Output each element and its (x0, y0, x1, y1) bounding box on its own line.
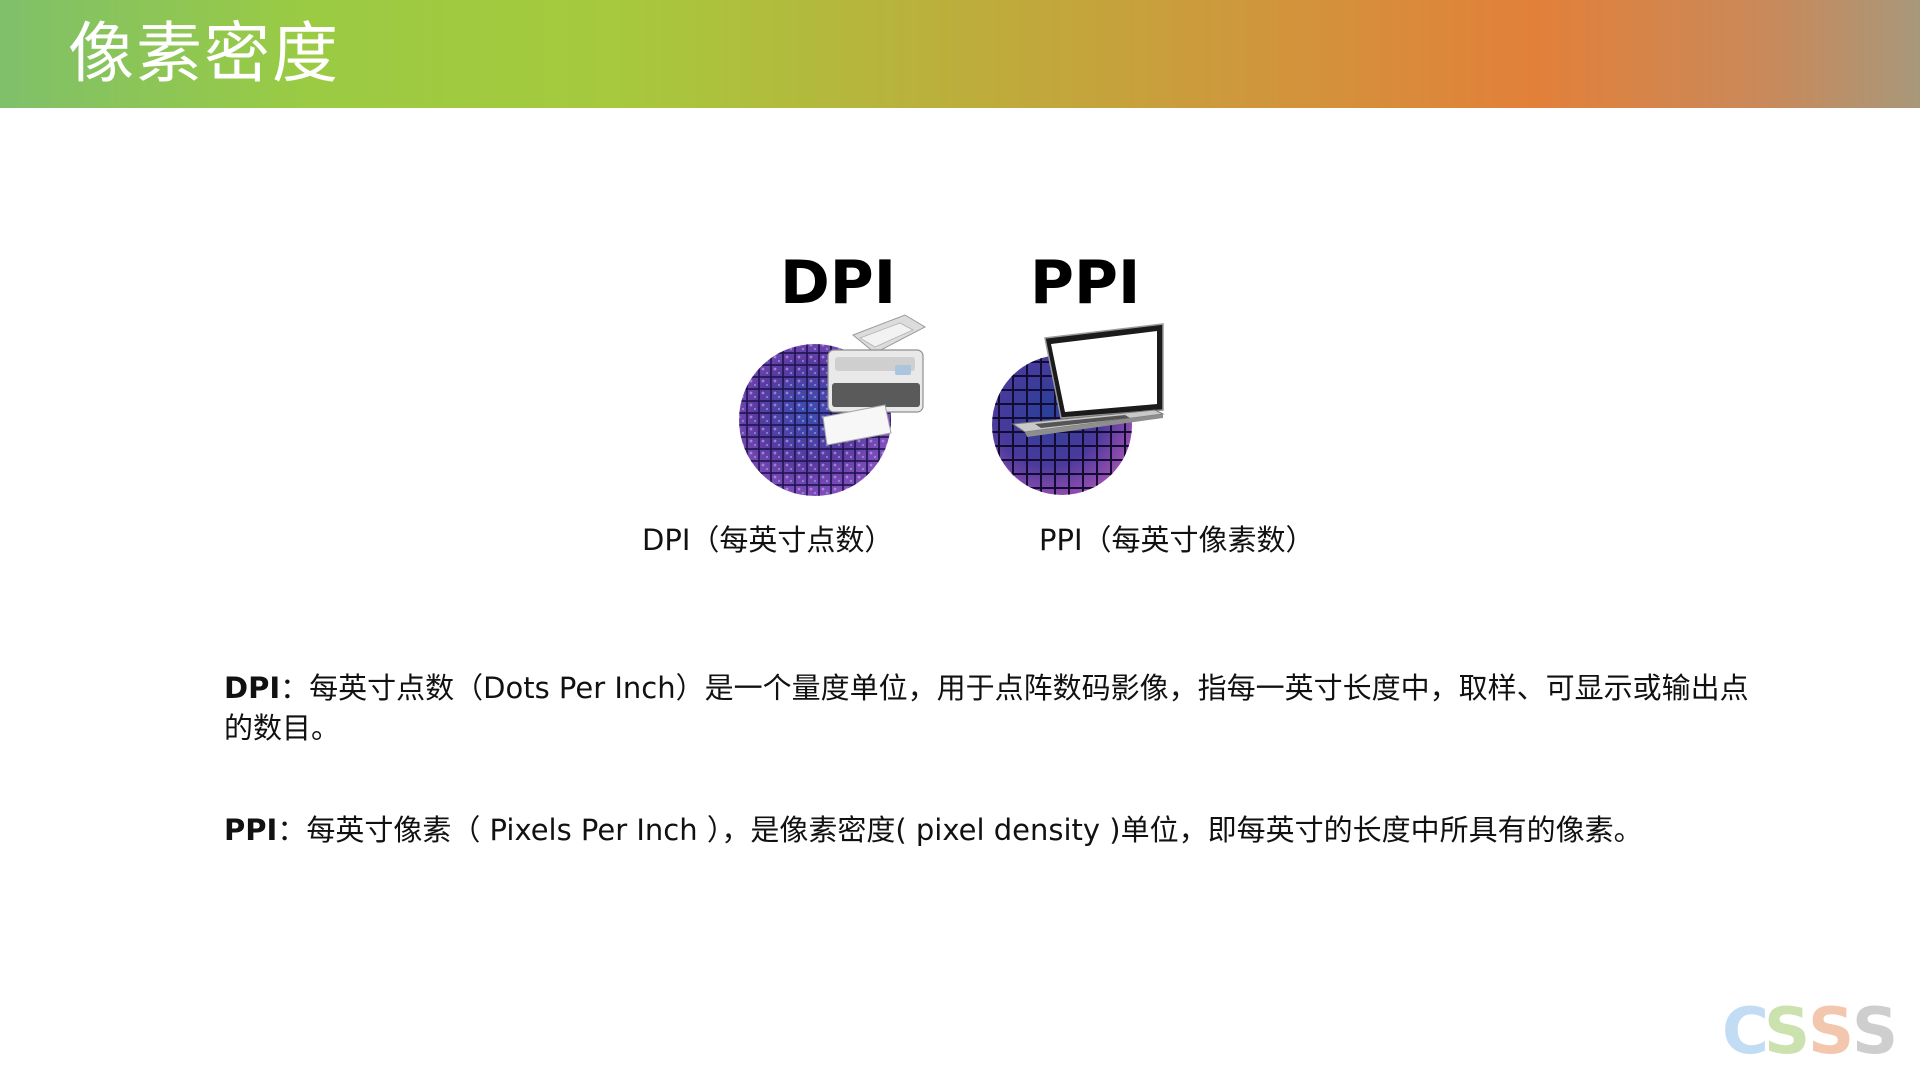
svg-text:C: C (1722, 995, 1769, 1057)
csss-logo: C S S S (1722, 995, 1898, 1057)
ppi-definition-text: ：每英寸像素（ Pixels Per Inch ），是像素密度( pixel d… (277, 813, 1643, 847)
header-band (0, 0, 1920, 108)
ppi-definition: PPI：每英寸像素（ Pixels Per Inch ），是像素密度( pixe… (224, 810, 1764, 850)
printer-icon (822, 314, 927, 446)
svg-text:S: S (1852, 995, 1898, 1057)
svg-text:S: S (1764, 995, 1810, 1057)
ppi-illustration (992, 323, 1165, 495)
svg-text:S: S (1808, 995, 1854, 1057)
ppi-figure-title: PPI (1030, 248, 1141, 318)
laptop-icon (1011, 323, 1165, 437)
slide-title: 像素密度 (68, 15, 340, 92)
dpi-term: DPI (224, 671, 281, 705)
dpi-illustration (739, 314, 927, 496)
dpi-caption: DPI（每英寸点数） (642, 523, 894, 557)
ppi-caption: PPI（每英寸像素数） (1039, 523, 1315, 557)
dpi-definition: DPI：每英寸点数（Dots Per Inch）是一个量度单位，用于点阵数码影像… (224, 668, 1764, 748)
ppi-term: PPI (224, 813, 278, 847)
dpi-definition-text: ：每英寸点数（Dots Per Inch）是一个量度单位，用于点阵数码影像，指每… (224, 671, 1749, 745)
dpi-figure-title: DPI (780, 248, 897, 318)
